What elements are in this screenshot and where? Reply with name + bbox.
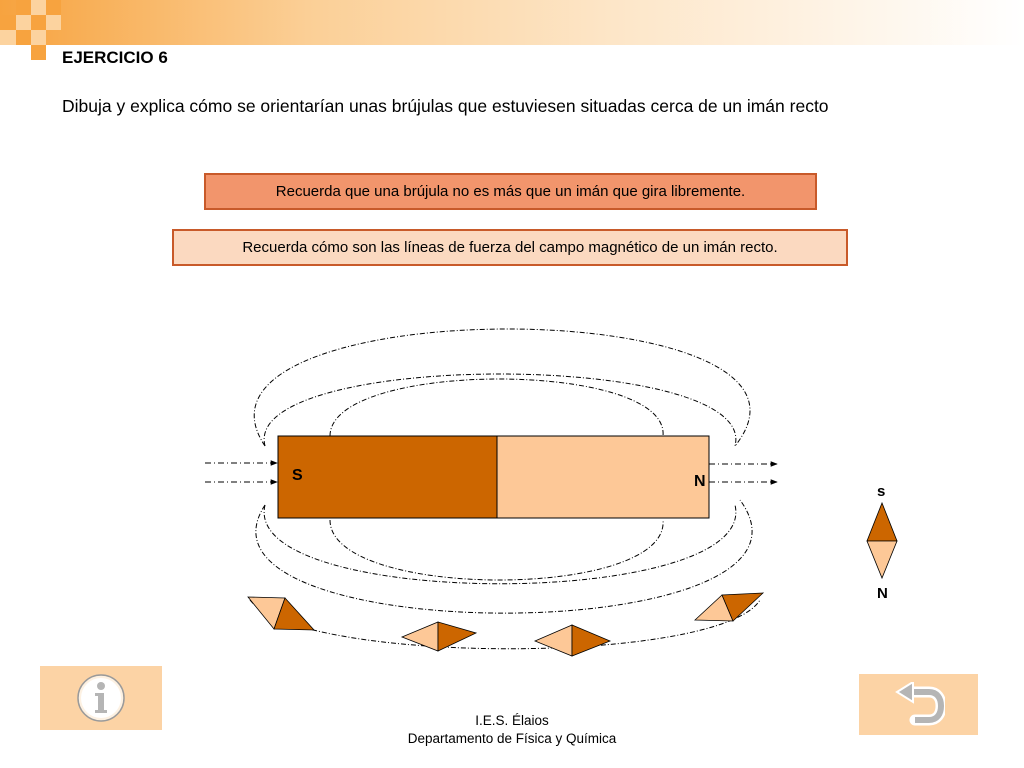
info-button[interactable]: [40, 666, 162, 730]
compass-south-half: [866, 501, 898, 542]
hint-button-field-lines[interactable]: Recuerda cómo son las líneas de fuerza d…: [172, 229, 848, 266]
field-line: [255, 499, 753, 614]
info-icon: [77, 674, 125, 722]
exercise-prompt: Dibuja y explica cómo se orientarían una…: [62, 96, 829, 116]
magnet-south-pole: [277, 435, 498, 519]
logo-square: [46, 0, 61, 15]
logo-square: [31, 15, 46, 30]
field-line: [329, 519, 664, 581]
logo-square: [16, 0, 31, 15]
compass-needle: [694, 592, 765, 622]
logo-square: [46, 15, 61, 30]
header-bar: [0, 0, 1024, 45]
logo-square: [0, 30, 16, 45]
logo-square: [31, 0, 46, 15]
field-line: [329, 378, 664, 437]
field-line: [253, 328, 751, 447]
logo-square: [16, 30, 31, 45]
footer-school: I.E.S. Élaios: [475, 713, 549, 728]
field-line: [263, 504, 737, 585]
magnet-north-pole: [496, 435, 710, 519]
logo-square: [31, 30, 46, 45]
logo-square: [16, 15, 31, 30]
back-arrow-icon: [894, 681, 945, 725]
hint-button-compass[interactable]: Recuerda que una brújula no es más que u…: [204, 173, 817, 210]
magnet-north-label: N: [694, 473, 706, 490]
hint-label: Recuerda cómo son las líneas de fuerza d…: [242, 239, 778, 256]
back-button[interactable]: [859, 674, 978, 735]
logo-square: [31, 45, 46, 60]
exercise-title: EJERCICIO 6: [62, 48, 168, 67]
footer-department: Departamento de Física y Química: [407, 731, 617, 746]
magnet-south-label: S: [292, 467, 303, 484]
compass-needle: [400, 621, 478, 652]
footer: I.E.S. Élaios Departamento de Física y Q…: [362, 712, 662, 748]
compass-north-half: [866, 540, 898, 580]
compass-needle: [247, 596, 315, 631]
hint-label: Recuerda que una brújula no es más que u…: [275, 183, 746, 200]
compass-bottom-label: N: [877, 585, 888, 602]
field-line: [249, 599, 761, 650]
compass-top-label: s: [877, 483, 885, 500]
field-line: [263, 373, 737, 447]
compass-needle: [533, 624, 612, 657]
compass-reference: s N: [866, 483, 898, 602]
logo-square: [0, 15, 16, 30]
